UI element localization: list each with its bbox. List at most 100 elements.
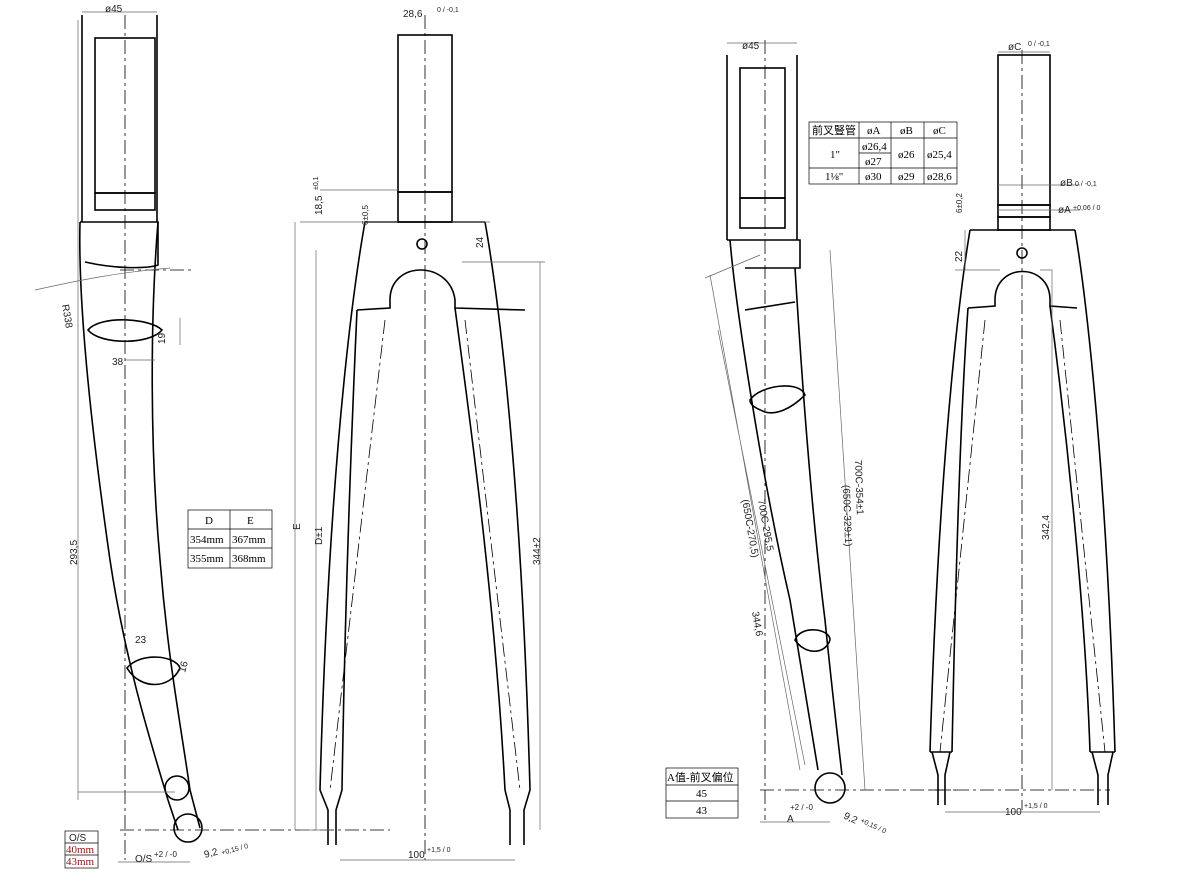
dimension-label: ø26,4 — [862, 141, 887, 153]
dimension-label: 100 — [408, 850, 425, 861]
dimension-label: 前叉豎管 — [812, 123, 856, 137]
dimension-label: D — [205, 515, 213, 527]
dimension-label: 0 / -0,1 — [1075, 181, 1097, 188]
dimension-label: 9,2 — [842, 811, 860, 827]
crown-cutout — [86, 319, 164, 343]
leg-outer — [319, 221, 531, 791]
drawing-line — [188, 510, 272, 568]
dropout — [814, 772, 846, 804]
dimension-label: øA — [867, 125, 881, 137]
dimension-label: 293,5 — [69, 540, 80, 565]
dimension-label: 1" — [830, 149, 840, 161]
dimension-label: +1,5 / 0 — [427, 847, 451, 854]
dropout — [173, 813, 203, 843]
dimension-label: 19 — [157, 332, 168, 344]
dimension-label: 6±0,5 — [361, 204, 370, 225]
blade-rear — [151, 221, 201, 829]
dimension-label: øA — [1058, 205, 1071, 216]
crown-cutout — [749, 385, 806, 414]
drawing-line — [294, 189, 545, 861]
offset-a-table: A值-前叉偏位 45 43 — [665, 767, 739, 819]
dimension-label: 100 — [1005, 807, 1022, 818]
brake-hole — [1016, 247, 1028, 259]
dimension-label: O/S — [69, 833, 87, 844]
side-view-left: ø45 R338 19 38 293,5 23 16 9,2 +0,15 / 0… — [34, 4, 390, 865]
blade-front — [78, 221, 179, 831]
blade-rear — [794, 267, 843, 776]
front-view-right: øC 0 / -0,1 øB 0 / -0,1 øA +0,06 / 0 6±0… — [929, 41, 1116, 818]
dimension-label: 355mm — [190, 553, 224, 565]
dimension-label: ø29 — [898, 171, 915, 183]
steerer-tube — [739, 67, 786, 199]
drawing-line — [77, 11, 190, 863]
dimension-label: +0,15 / 0 — [221, 843, 249, 857]
dimension-label: 40mm — [66, 844, 95, 856]
dimension-label: 45 — [696, 788, 708, 800]
drawing-line — [319, 789, 531, 845]
dimension-label: 1⅛" — [825, 171, 843, 183]
eyelet — [164, 775, 190, 801]
dimension-label: 38 — [112, 357, 124, 368]
brake-hole — [416, 238, 428, 250]
headset-race — [739, 197, 786, 229]
dimension-label: øB — [900, 125, 913, 137]
drawing-line — [809, 122, 957, 184]
leg-outer — [929, 229, 1116, 753]
dimension-label: øB — [1060, 178, 1073, 189]
dimension-label: 0 / -0,1 — [1028, 41, 1050, 48]
dimension-label: 344,6 — [749, 611, 764, 638]
drawing-line — [64, 830, 99, 869]
dimension-label: ø27 — [865, 156, 882, 168]
dimension-label: 24 — [475, 236, 486, 248]
dimension-label: +0,06 / 0 — [1073, 205, 1101, 212]
drawing-line — [329, 15, 521, 860]
dimension-label: 18,5 — [314, 195, 325, 215]
drawing-line — [945, 51, 1100, 813]
dimension-label: 0 / -0,1 — [437, 7, 459, 14]
race-b — [997, 204, 1051, 218]
dimension-label: ø26 — [898, 149, 915, 161]
dimension-label: øC — [1008, 42, 1021, 53]
drawing-line — [930, 305, 1115, 753]
dimension-label: ø28,6 — [927, 171, 952, 183]
drawing-line — [760, 40, 960, 820]
drawing-line — [808, 121, 958, 185]
dimension-label: ø45 — [105, 4, 123, 15]
dimension-label: 22 — [954, 250, 965, 262]
dimension-label: 367mm — [232, 534, 266, 546]
dimension-label: 6±0,2 — [955, 192, 964, 213]
dimension-label: ±0,1 — [313, 176, 320, 190]
os-table: O/S 40mm 43mm — [64, 830, 99, 869]
dimension-label: 43 — [696, 805, 708, 817]
de-table: D E 354mm 367mm 355mm 368mm — [187, 509, 273, 569]
dimension-label: O/S — [135, 854, 153, 865]
dimension-label: +2 / -0 — [154, 850, 177, 859]
steerer-tube — [997, 54, 1051, 206]
dimension-label: +2 / -0 — [790, 803, 813, 812]
dimension-label: E — [292, 523, 303, 530]
drawing-line — [931, 751, 1114, 805]
front-view-left: 28,6 0 / -0,1 18,5 ±0,1 6±0,5 24 E D±1 3… — [292, 7, 545, 861]
drawing-line — [665, 767, 739, 819]
dimension-label: D±1 — [314, 526, 325, 545]
dimension-label: ø30 — [865, 171, 882, 183]
dimension-label: 344±2 — [532, 537, 543, 565]
dimension-label: 700C-354±1 — [852, 460, 865, 516]
dimension-label: (650C-329±1) — [840, 485, 853, 547]
dimension-label: A — [787, 814, 794, 825]
crown-line — [744, 301, 796, 311]
dimension-label: +1,5 / 0 — [1024, 803, 1048, 810]
spec-table: 前叉豎管 øA øB øC 1" ø26,4 ø27 ø26 ø25,4 1⅛"… — [808, 121, 958, 185]
race-a — [997, 216, 1051, 231]
dimension-label: 354mm — [190, 534, 224, 546]
leg-inner — [341, 307, 506, 791]
steerer-outline — [726, 55, 798, 240]
dimension-label: +0,15 / 0 — [859, 817, 887, 835]
drawing-line — [34, 267, 171, 291]
dimension-label: 23 — [135, 635, 147, 646]
dimension-label: 9,2 — [203, 847, 220, 861]
dimension-label: 28,6 — [403, 9, 423, 20]
dimension-label: E — [247, 515, 254, 527]
dimension-label: ø45 — [742, 41, 760, 52]
